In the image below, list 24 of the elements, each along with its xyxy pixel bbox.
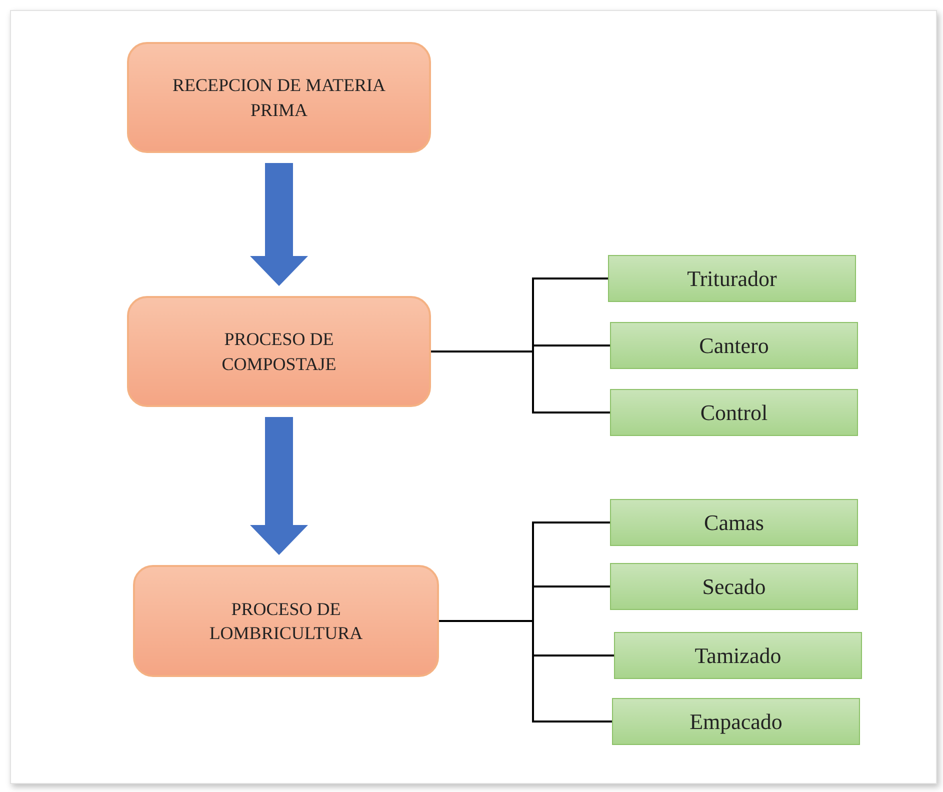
- block-arrow: [250, 163, 308, 286]
- node-label: Empacado: [690, 708, 782, 734]
- node-label: Tamizado: [694, 642, 782, 668]
- process-box: [127, 42, 431, 153]
- step-box: [614, 632, 862, 679]
- node-label: Triturador: [687, 266, 777, 292]
- bracket-connector: [439, 620, 612, 722]
- step-box: [610, 322, 858, 369]
- step-box: [608, 255, 856, 302]
- process-box: [127, 296, 431, 407]
- step-box: [612, 698, 860, 745]
- step-box: [610, 563, 858, 610]
- node-label: RECEPCION DE MATERIA PRIMA: [171, 74, 386, 122]
- block-arrow: [250, 417, 308, 555]
- step-box: [610, 389, 858, 436]
- node-label: PROCESO DE LOMBRICULTURA: [208, 598, 364, 645]
- node-label: Control: [700, 400, 768, 426]
- node-label: Camas: [704, 510, 764, 536]
- bracket-connector: [431, 350, 610, 414]
- node-label: Cantero: [699, 332, 769, 358]
- process-box: [133, 565, 439, 677]
- step-box: [610, 499, 858, 546]
- node-label: Secado: [702, 574, 766, 600]
- node-label: PROCESO DE COMPOSTAJE: [220, 328, 338, 376]
